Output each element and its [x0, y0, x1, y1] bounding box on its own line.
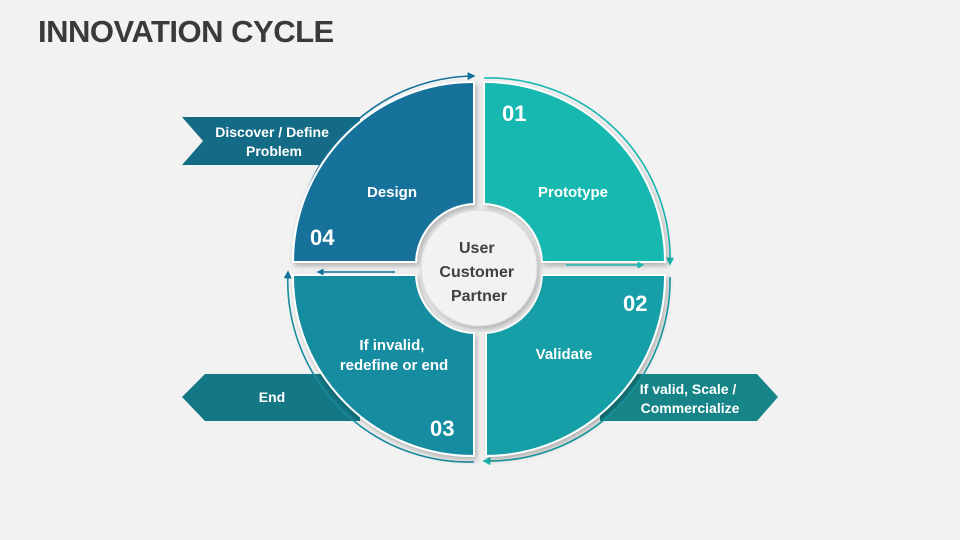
valid-callout-banner [600, 374, 778, 421]
cycle-arrow-right [483, 77, 675, 266]
segment-label-validate: Validate [536, 346, 593, 363]
segment-if-invalid [291, 274, 475, 458]
segment-number-03: 03 [430, 416, 454, 441]
segment-number-02: 02 [623, 291, 647, 316]
end-callout-banner [182, 374, 360, 421]
segment-design [291, 80, 475, 263]
segment-prototype [483, 80, 667, 263]
cycle-arrow-bottom [482, 276, 671, 466]
segment-validate [485, 274, 667, 458]
segment-number-04: 04 [310, 225, 335, 250]
page-title: INNOVATION CYCLE [38, 14, 334, 49]
segment-label-design: Design [367, 184, 417, 201]
discover-callout-text: Discover / Define Problem [215, 124, 333, 159]
valid-callout-text: If valid, Scale / Commercialize [640, 381, 740, 416]
segment-label-if-invalid: If invalid, redefine or end [340, 337, 448, 374]
center-hub-text: User Customer Partner [439, 240, 518, 305]
end-callout-text: End [259, 389, 285, 405]
segment-label-prototype: Prototype [538, 184, 608, 201]
segment-number-01: 01 [502, 101, 526, 126]
discover-callout-banner [182, 117, 360, 165]
cycle-arrow-left [283, 270, 475, 463]
center-hub [420, 209, 538, 327]
